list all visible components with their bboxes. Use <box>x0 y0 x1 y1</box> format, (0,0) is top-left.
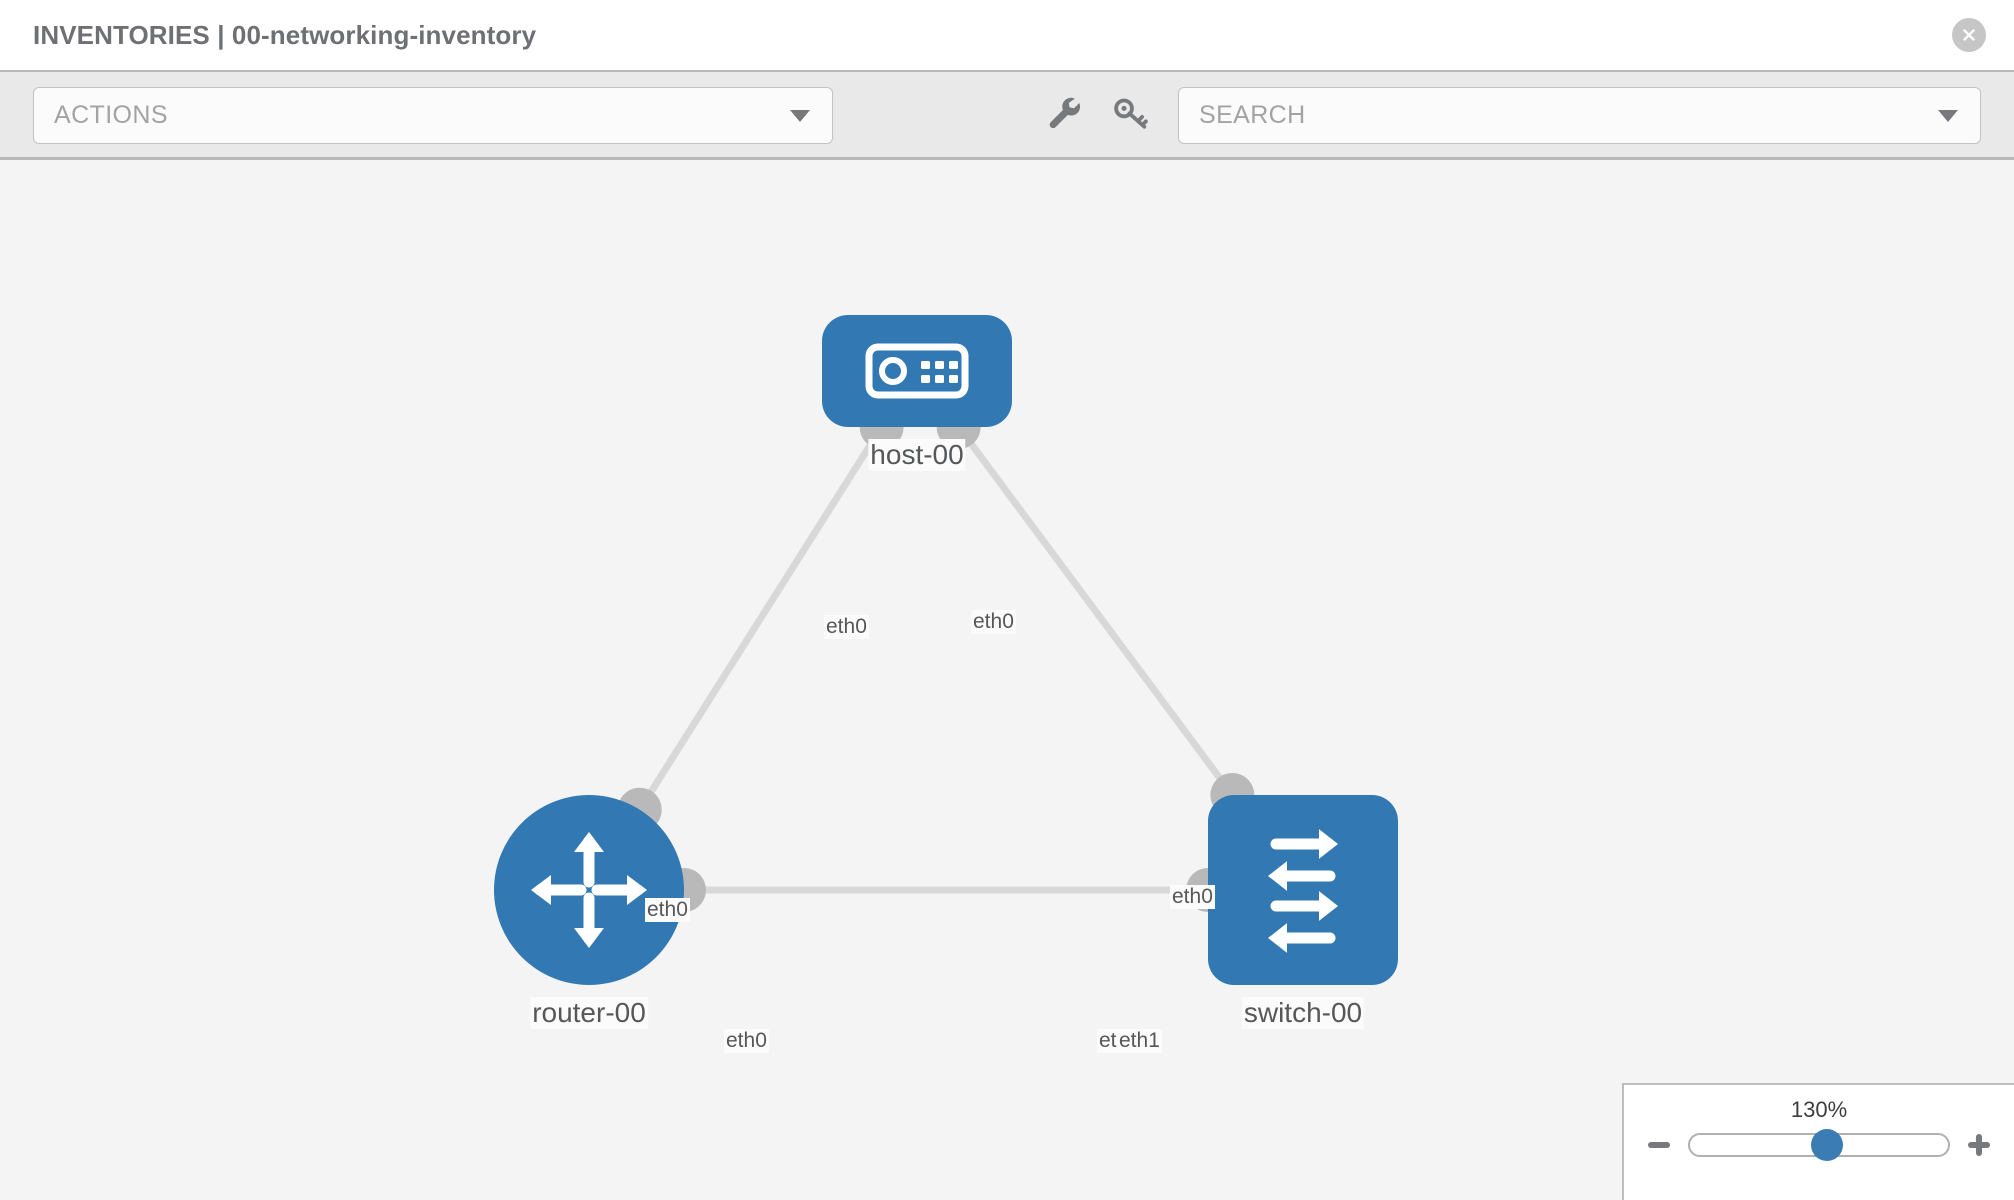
zoom-level-value: 130% <box>1790 1097 1848 1122</box>
topology-link[interactable] <box>955 424 1236 798</box>
interface-label: eth0 <box>971 610 1016 634</box>
topology-canvas[interactable]: host-00 router-00 switch-00 eth0 eth0 eth0 eth… <box>0 160 2014 1200</box>
zoom-control-panel: 130% <box>1622 1083 2014 1200</box>
node-label-switch-00: switch-00 <box>1241 997 1365 1029</box>
node-label-host-00: host-00 <box>868 439 966 471</box>
node-label-router-00: router-00 <box>530 997 648 1029</box>
interface-label: eth0 <box>724 1029 769 1053</box>
toolbar: ACTIONS SEARCH <box>0 70 2014 160</box>
interface-label: eth0 <box>1170 885 1215 909</box>
interface-label: eth0 <box>824 615 869 639</box>
zoom-slider-thumb[interactable] <box>1810 1129 1843 1161</box>
interface-label: eth1 <box>1117 1029 1162 1053</box>
chevron-down-icon <box>1938 109 1958 122</box>
page-title: INVENTORIES | 00-networking-inventory <box>33 19 537 50</box>
zoom-out-button[interactable] <box>1648 1142 1670 1148</box>
topology-link[interactable] <box>636 425 885 812</box>
nodes-layer <box>494 315 1398 985</box>
page-header: INVENTORIES | 00-networking-inventory <box>0 0 2014 70</box>
ports-layer <box>617 405 1255 912</box>
actions-dropdown[interactable]: ACTIONS <box>33 87 833 144</box>
chevron-down-icon <box>790 109 810 122</box>
key-icon[interactable] <box>1112 93 1150 136</box>
wrench-icon[interactable] <box>1043 93 1081 136</box>
links-layer <box>636 424 1236 894</box>
close-icon[interactable] <box>1952 18 1986 52</box>
topology-node-switch-00[interactable] <box>1208 795 1398 985</box>
zoom-in-button[interactable] <box>1968 1134 1990 1156</box>
search-input[interactable]: SEARCH <box>1178 87 1981 144</box>
interface-label: eth0 <box>645 898 690 922</box>
zoom-slider-track[interactable] <box>1688 1129 1950 1161</box>
topology-node-router-00[interactable] <box>494 795 684 985</box>
actions-dropdown-label: ACTIONS <box>54 101 168 129</box>
search-placeholder: SEARCH <box>1199 101 1306 129</box>
topology-node-host-00[interactable] <box>822 315 1012 427</box>
